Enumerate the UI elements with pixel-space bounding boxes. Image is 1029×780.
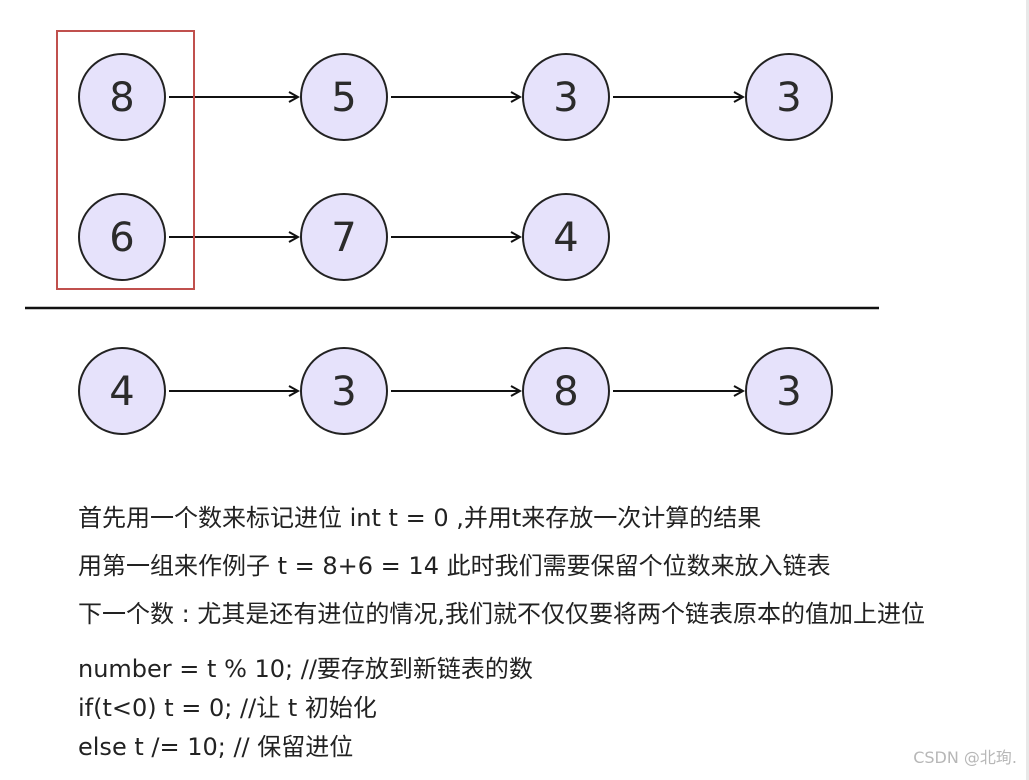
linked-list-addition-diagram: 8 5 3 3 6 7 4 4 3 8 3 bbox=[25, 30, 879, 435]
list-a-node-1-value: 8 bbox=[109, 75, 134, 121]
list-a-node-2 bbox=[300, 53, 388, 141]
list-b-node-3-value: 4 bbox=[553, 215, 578, 261]
list-b-node-2-value: 7 bbox=[331, 215, 356, 261]
result-node-1 bbox=[78, 347, 166, 435]
note-line-next-digit: 下一个数 : 尤其是还有进位的情况,我们就不仅仅要将两个链表原本的值加上进位 bbox=[78, 600, 925, 628]
code-line-if: if(t<0) t = 0; //让 t 初始化 bbox=[78, 694, 377, 722]
right-edge-border bbox=[1026, 0, 1029, 780]
list-a-node-1 bbox=[78, 53, 166, 141]
list-a-node-4-value: 3 bbox=[776, 75, 801, 121]
list-b-row: 6 7 4 bbox=[78, 193, 610, 281]
list-a-node-3-value: 3 bbox=[553, 75, 578, 121]
result-node-2 bbox=[300, 347, 388, 435]
result-node-3 bbox=[522, 347, 610, 435]
code-block: number = t % 10; //要存放到新链表的数 if(t<0) t =… bbox=[78, 652, 1018, 769]
list-a-node-2-value: 5 bbox=[331, 75, 356, 121]
code-line-number: number = t % 10; //要存放到新链表的数 bbox=[78, 655, 533, 683]
csdn-watermark: CSDN @北珣. bbox=[913, 748, 1017, 767]
explanation-notes: 首先用一个数来标记进位 int t = 0 ,并用t来存放一次计算的结果 用第一… bbox=[78, 498, 1018, 769]
list-a-node-3 bbox=[522, 53, 610, 141]
result-node-3-value: 8 bbox=[553, 369, 578, 415]
list-a-node-4 bbox=[745, 53, 833, 141]
list-a-row: 8 5 3 3 bbox=[78, 53, 833, 141]
result-node-4-value: 3 bbox=[776, 369, 801, 415]
first-digits-highlight-box bbox=[56, 30, 195, 290]
list-b-node-3 bbox=[522, 193, 610, 281]
result-node-1-value: 4 bbox=[109, 369, 134, 415]
note-line-example: 用第一组来作例子 t = 8+6 = 14 此时我们需要保留个位数来放入链表 bbox=[78, 552, 831, 580]
list-b-node-2 bbox=[300, 193, 388, 281]
result-node-4 bbox=[745, 347, 833, 435]
list-b-node-1-value: 6 bbox=[109, 215, 134, 261]
result-node-2-value: 3 bbox=[331, 369, 356, 415]
result-list-row: 4 3 8 3 bbox=[78, 347, 833, 435]
note-line-carry-init: 首先用一个数来标记进位 int t = 0 ,并用t来存放一次计算的结果 bbox=[78, 504, 762, 532]
list-b-node-1 bbox=[78, 193, 166, 281]
code-line-else: else t /= 10; // 保留进位 bbox=[78, 733, 354, 761]
